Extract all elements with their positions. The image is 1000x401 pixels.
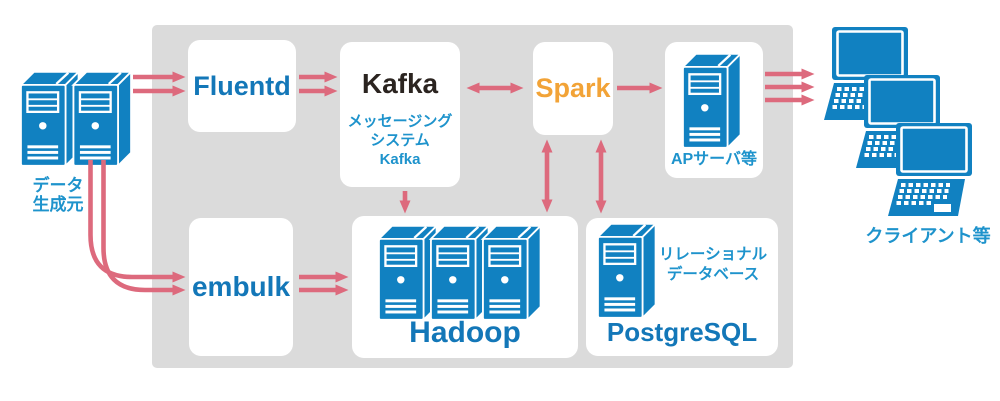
embulk-node: embulk	[189, 218, 293, 356]
client-laptop-icon	[886, 121, 974, 218]
spark-node: Spark	[533, 42, 613, 135]
hadoop-label: Hadoop	[409, 316, 521, 349]
ap-server-label: APサーバ等	[670, 151, 758, 168]
client-laptop-icon	[822, 25, 910, 122]
kafka-sublabel: メッセージング システム Kafka	[347, 113, 453, 168]
clients-label: クライアント等	[865, 226, 991, 246]
fluentd-node: Fluentd	[188, 40, 296, 132]
data-source-label: データ 生成元	[32, 176, 84, 214]
source-server-icon	[72, 70, 133, 167]
postgresql-node: リレーショナル データベース PostgreSQL	[586, 218, 778, 356]
source-server-icon	[19, 70, 80, 167]
kafka-label: Kafka	[361, 68, 439, 99]
ap-server-node: APサーバ等	[665, 42, 763, 178]
embulk-label: embulk	[191, 271, 291, 302]
kafka-node: Kafka メッセージング システム Kafka	[340, 42, 460, 187]
client-laptop-icon	[854, 73, 942, 170]
fluentd-label: Fluentd	[193, 70, 291, 101]
postgresql-label: PostgreSQL	[606, 317, 758, 347]
postgresql-sublabel: リレーショナル データベース	[658, 246, 768, 283]
spark-label: Spark	[535, 73, 611, 103]
hadoop-node: Hadoop	[352, 216, 578, 358]
